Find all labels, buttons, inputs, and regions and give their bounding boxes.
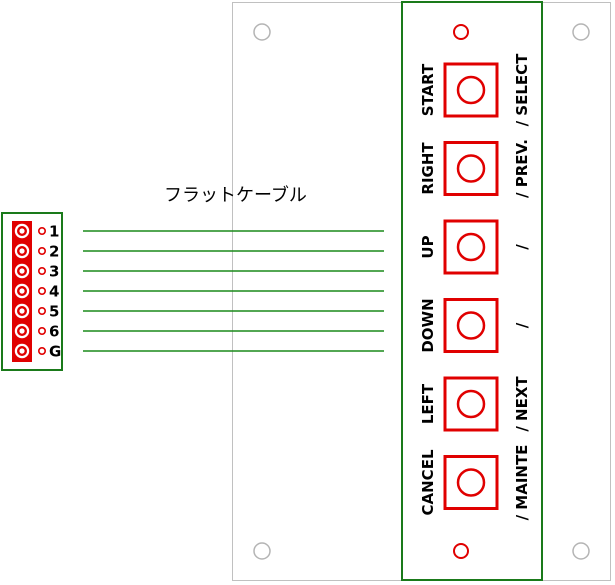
connector-pin-1: 1	[14, 223, 59, 241]
pin-hole	[19, 228, 25, 234]
pin-label: 5	[49, 303, 59, 321]
pin-hole	[19, 248, 25, 254]
switch-body[interactable]	[443, 376, 499, 432]
button-label-secondary: / MAINTE	[513, 445, 531, 521]
connector-board	[1, 212, 63, 371]
switch-actuator[interactable]	[456, 311, 486, 340]
connector-pin-4: 4	[14, 283, 59, 301]
mount-hole-bottom-left	[253, 542, 271, 560]
switch-board	[401, 1, 543, 581]
test-point	[37, 227, 46, 236]
button-label-primary: LEFT	[419, 383, 437, 424]
pin-label: 2	[49, 243, 59, 261]
switch-body[interactable]	[443, 141, 499, 196]
connector-pin-6: 6	[14, 323, 59, 341]
pin-label: 1	[49, 223, 59, 241]
connector-pin-2: 2	[14, 243, 59, 261]
switch-actuator[interactable]	[456, 468, 486, 497]
test-point	[37, 286, 46, 295]
button-label-secondary: / PREV.	[513, 139, 531, 198]
pcb-hole-bottom	[453, 543, 469, 559]
button-label-secondary: /	[513, 244, 531, 250]
switch-actuator[interactable]	[456, 154, 486, 183]
switch-actuator[interactable]	[456, 389, 486, 419]
test-point	[37, 247, 46, 256]
test-point	[37, 266, 46, 275]
pin-hole	[19, 308, 25, 314]
pin-hole	[19, 288, 25, 294]
pin-label: G	[49, 343, 61, 361]
button-label-primary: CANCEL	[419, 449, 437, 515]
button-up[interactable]: UP /	[419, 219, 531, 275]
button-cancel[interactable]: CANCEL / MAINTE	[419, 445, 531, 521]
switch-actuator[interactable]	[456, 75, 486, 105]
button-label-primary: START	[419, 63, 437, 116]
pin-hole	[19, 348, 25, 354]
button-down[interactable]: DOWN /	[419, 298, 531, 353]
cable-label: フラットケーブル	[164, 184, 307, 206]
mount-hole-bottom-right	[572, 542, 590, 560]
connector-pin-3: 3	[14, 263, 59, 281]
switch-body[interactable]	[443, 298, 499, 353]
pcb-hole-top	[453, 24, 469, 40]
test-point	[37, 306, 46, 315]
button-left[interactable]: LEFT / NEXT	[419, 376, 531, 432]
test-point	[37, 326, 46, 335]
switch-body[interactable]	[443, 62, 499, 118]
switch-body[interactable]	[443, 219, 499, 275]
pin-hole	[19, 268, 25, 274]
button-group: START / SELECT RIGHT / PREV. UP / DOWN / LEFT / N…	[419, 53, 531, 521]
flat-cable	[83, 230, 384, 352]
switch-body[interactable]	[443, 455, 499, 510]
pin-label: 3	[49, 263, 59, 281]
button-label-primary: DOWN	[419, 298, 437, 352]
mount-hole-top-left	[253, 23, 271, 41]
connector-pin-5: 5	[14, 303, 59, 321]
button-start[interactable]: START / SELECT	[419, 53, 531, 127]
pin-label: 4	[49, 283, 59, 301]
button-label-secondary: / NEXT	[513, 376, 531, 432]
test-point	[37, 346, 46, 355]
button-label-primary: RIGHT	[419, 142, 437, 195]
button-label-secondary: / SELECT	[513, 53, 531, 127]
connector-pins: 1 2 3 4 5 6G	[14, 223, 61, 361]
button-label-primary: UP	[419, 235, 437, 258]
button-right[interactable]: RIGHT / PREV.	[419, 139, 531, 198]
pin-label: 6	[49, 323, 59, 341]
connector-pin-g: G	[14, 343, 61, 361]
button-label-secondary: /	[513, 322, 531, 328]
mount-hole-top-right	[572, 23, 590, 41]
switch-actuator[interactable]	[456, 232, 486, 262]
pin-hole	[19, 328, 25, 334]
